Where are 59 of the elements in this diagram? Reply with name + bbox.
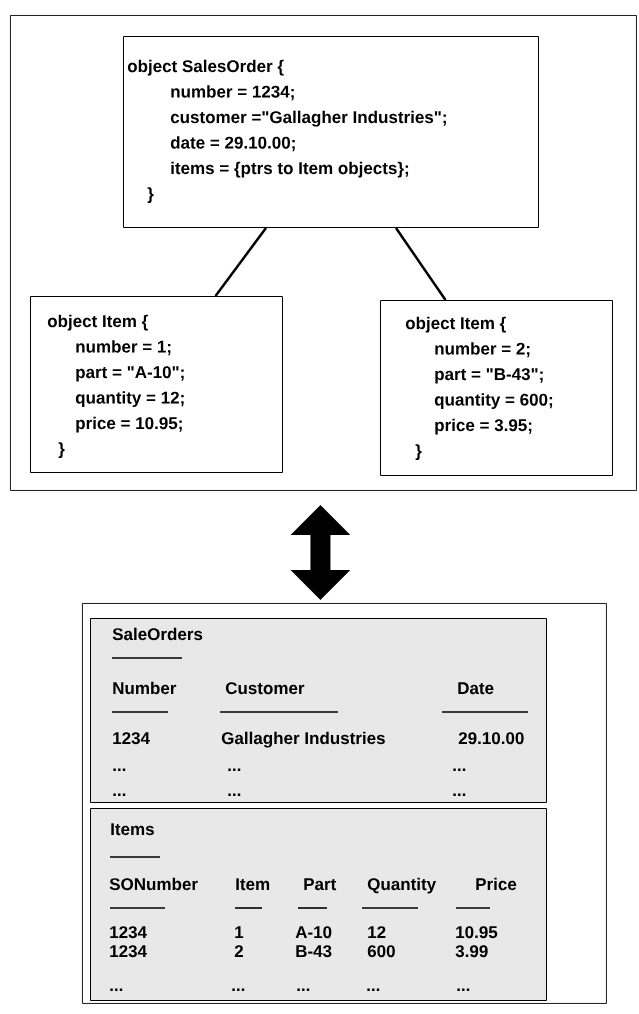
code-line: number = 2; xyxy=(435,342,530,358)
table-box xyxy=(90,618,547,803)
connector-line xyxy=(394,227,447,301)
code-line: items = {ptrs to Item objects}; xyxy=(171,161,409,178)
table-cell: 1 xyxy=(235,926,244,938)
code-line: object Item { xyxy=(47,314,148,331)
code-line: } xyxy=(147,187,154,204)
table-cell: ... xyxy=(457,988,470,991)
table-cell: B-43 xyxy=(296,945,332,958)
table-cell: ... xyxy=(453,793,466,796)
table-cell: ... xyxy=(228,768,241,771)
column-header: Item xyxy=(236,878,270,891)
code-line: object SalesOrder { xyxy=(127,59,284,76)
table-cell: 2 xyxy=(234,945,243,957)
table-cell: ... xyxy=(232,988,245,991)
column-header: Number xyxy=(113,681,177,695)
code-line: } xyxy=(58,442,65,459)
connector-line xyxy=(214,227,267,297)
table-cell: ... xyxy=(113,793,126,796)
code-line: quantity = 600; xyxy=(434,393,553,410)
table-cell: 3.99 xyxy=(455,945,488,958)
table-title: Items xyxy=(111,823,154,836)
column-header: Quantity xyxy=(367,877,437,894)
table-cell: ... xyxy=(453,768,466,771)
table-cell: ... xyxy=(228,793,241,796)
code-line: price = 10.95; xyxy=(76,416,182,433)
table-cell: ... xyxy=(110,988,123,991)
column-header: SONumber xyxy=(109,877,198,891)
code-line: customer ="Gallagher Industries"; xyxy=(170,110,446,127)
table-title: SaleOrders xyxy=(112,627,203,641)
column-header: Price xyxy=(476,877,517,891)
code-line: object Item { xyxy=(405,316,506,333)
column-header: Date xyxy=(458,682,494,695)
object-box xyxy=(30,296,283,473)
table-cell: ... xyxy=(367,988,380,991)
code-line: number = 1; xyxy=(76,340,171,356)
table-cell: 1234 xyxy=(110,926,147,939)
code-line: part = "B-43"; xyxy=(435,368,543,384)
table-cell: 1234 xyxy=(110,945,147,958)
code-line: price = 3.95; xyxy=(435,418,532,435)
object-box xyxy=(380,300,613,476)
code-line: number = 1234; xyxy=(171,85,294,101)
column-header: Part xyxy=(304,878,337,891)
object-box xyxy=(123,36,539,228)
code-line: } xyxy=(415,444,422,461)
table-cell: 10.95 xyxy=(456,926,498,939)
table-cell: 600 xyxy=(367,945,395,958)
table-cell: ... xyxy=(113,768,126,771)
table-box xyxy=(90,808,547,1001)
table-cell: 12 xyxy=(368,926,386,938)
table-cell: A-10 xyxy=(295,926,332,939)
code-line: part = "A-10"; xyxy=(76,366,184,382)
column-header: Customer xyxy=(225,682,305,695)
code-line: quantity = 12; xyxy=(75,391,184,408)
table-cell: ... xyxy=(297,988,310,991)
code-line: date = 29.10.00; xyxy=(170,136,295,152)
table-cell: 29.10.00 xyxy=(458,732,524,745)
table-cell: Gallagher Industries xyxy=(221,731,385,748)
table-cell: 1234 xyxy=(113,732,150,745)
